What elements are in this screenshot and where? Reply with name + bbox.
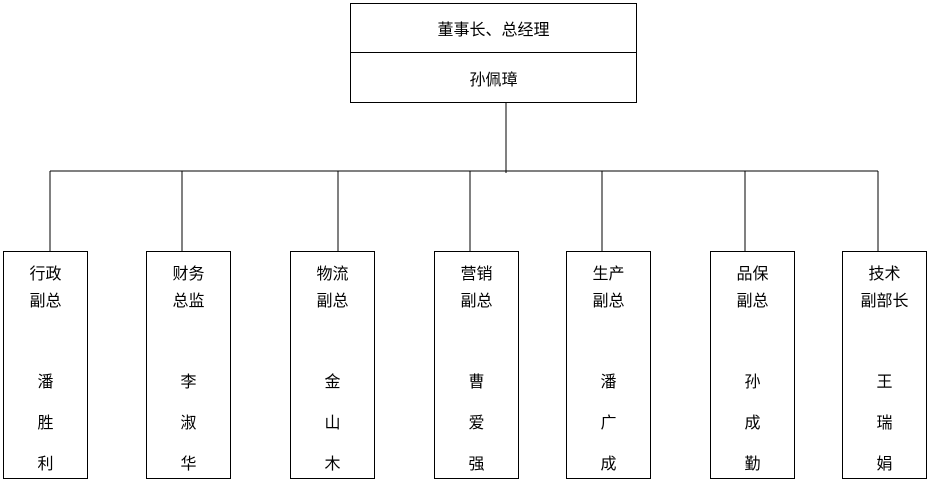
dept-person-name: 李 淑 华: [147, 361, 230, 484]
dept-box-quality: 品保 副总 孙 成 勤: [710, 251, 795, 479]
dept-box-admin: 行政 副总 潘 胜 利: [3, 251, 88, 479]
name-char: 孙: [744, 372, 761, 391]
name-char: 潘: [37, 372, 54, 391]
name-char: 强: [468, 454, 485, 473]
dept-box-marketing: 营销 副总 曹 爱 强: [434, 251, 519, 479]
dept-person-name: 曹 爱 强: [435, 361, 518, 484]
name-char: 潘: [600, 372, 617, 391]
name-char: 李: [180, 372, 197, 391]
name-char: 淑: [180, 413, 197, 432]
dept-person-name: 王 瑞 娟: [843, 361, 926, 484]
dept-title: 营销 副总: [435, 260, 518, 314]
dept-title: 行政 副总: [4, 260, 87, 314]
name-char: 勤: [744, 454, 761, 473]
dept-title: 物流 副总: [291, 260, 374, 314]
dept-title-line: 财务: [172, 264, 205, 283]
name-char: 曹: [468, 372, 485, 391]
name-char: 爱: [468, 413, 485, 432]
dept-title-line: 营销: [460, 264, 493, 283]
dept-title-line: 副总: [316, 291, 349, 310]
name-char: 王: [876, 372, 893, 391]
name-char: 木: [324, 454, 341, 473]
dept-box-logistics: 物流 副总 金 山 木: [290, 251, 375, 479]
dept-title: 技术 副部长: [843, 260, 926, 314]
dept-title-line: 物流: [316, 264, 349, 283]
dept-box-production: 生产 副总 潘 广 成: [566, 251, 651, 479]
dept-title: 生产 副总: [567, 260, 650, 314]
name-char: 成: [744, 413, 761, 432]
dept-person-name: 孙 成 勤: [711, 361, 794, 484]
dept-box-finance: 财务 总监 李 淑 华: [146, 251, 231, 479]
dept-person-name: 潘 胜 利: [4, 361, 87, 484]
dept-title: 财务 总监: [147, 260, 230, 314]
name-char: 娟: [876, 454, 893, 473]
chairman-box: 董事长、总经理 孙佩璋: [350, 3, 637, 103]
chairman-name: 孙佩璋: [469, 69, 518, 89]
name-char: 成: [600, 454, 617, 473]
dept-title-line: 副总: [592, 291, 625, 310]
dept-title-line: 副总: [460, 291, 493, 310]
dept-title: 品保 副总: [711, 260, 794, 314]
dept-title-line: 总监: [172, 291, 205, 310]
name-char: 利: [37, 454, 54, 473]
dept-title-line: 副总: [29, 291, 62, 310]
dept-title-line: 技术: [868, 264, 901, 283]
dept-title-line: 副部长: [860, 291, 909, 310]
dept-title-line: 副总: [736, 291, 769, 310]
name-char: 金: [324, 372, 341, 391]
dept-title-line: 行政: [29, 264, 62, 283]
name-char: 广: [600, 413, 617, 432]
dept-title-line: 生产: [592, 264, 625, 283]
chairman-title: 董事长、总经理: [351, 4, 636, 53]
dept-title-line: 品保: [736, 264, 769, 283]
name-char: 华: [180, 454, 197, 473]
dept-person-name: 潘 广 成: [567, 361, 650, 484]
name-char: 瑞: [876, 413, 893, 432]
dept-box-technology: 技术 副部长 王 瑞 娟: [842, 251, 927, 479]
name-char: 山: [324, 413, 341, 432]
dept-person-name: 金 山 木: [291, 361, 374, 484]
name-char: 胜: [37, 413, 54, 432]
